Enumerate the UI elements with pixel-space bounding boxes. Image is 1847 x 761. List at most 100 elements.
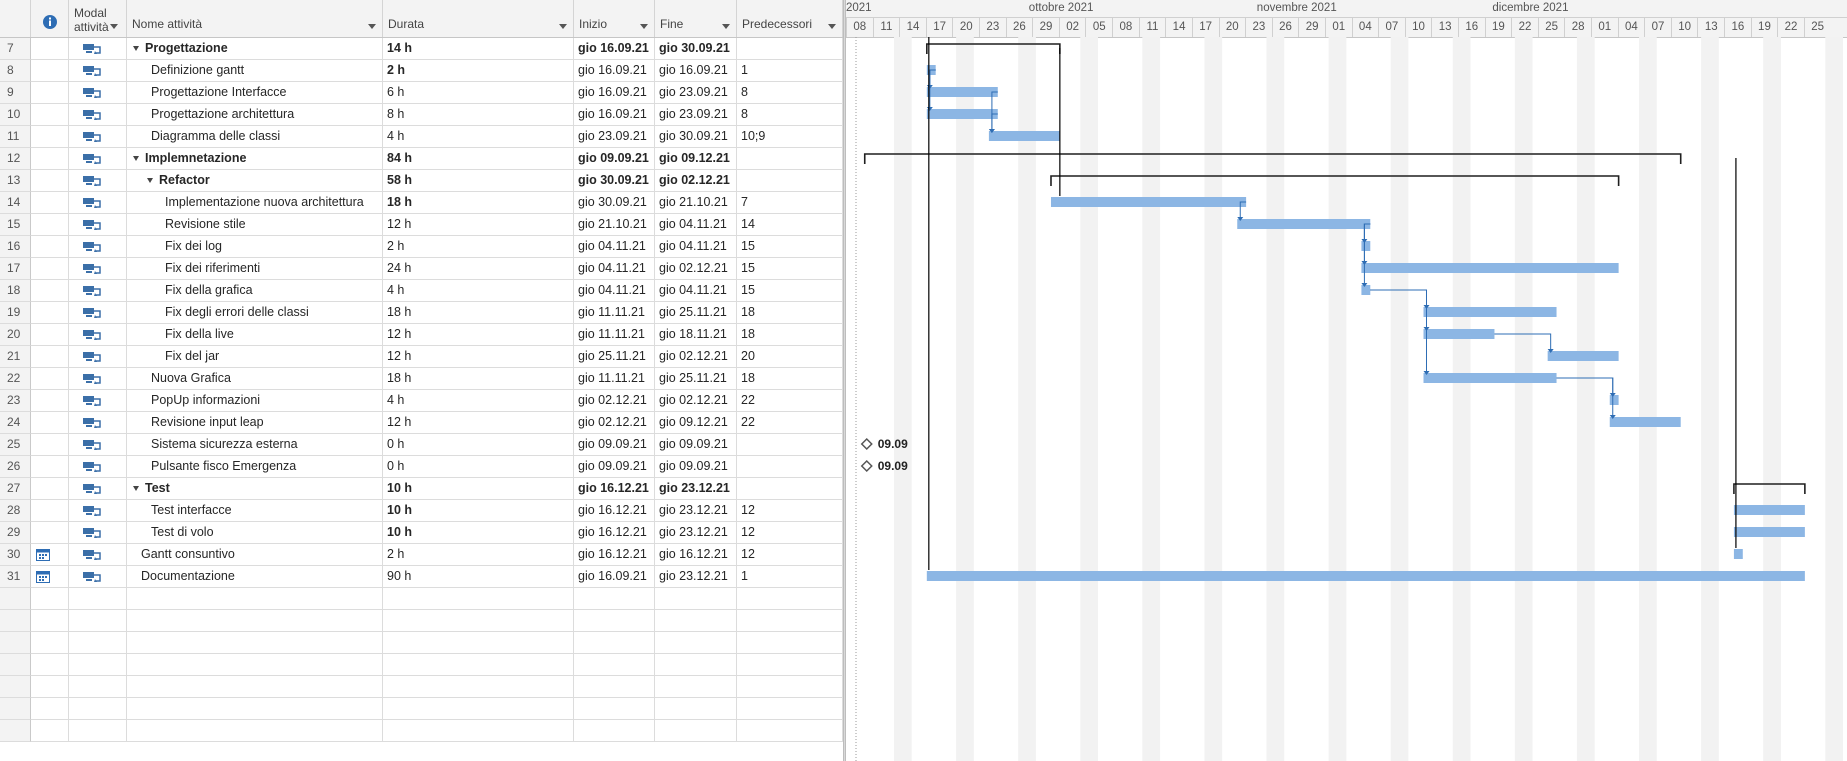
cell-finish[interactable]: gio 09.12.21 — [655, 412, 737, 434]
cell-info[interactable] — [31, 148, 69, 170]
cell-pred[interactable]: 22 — [737, 412, 843, 434]
chevron-down-icon[interactable] — [640, 24, 648, 29]
cell-start[interactable]: gio 23.09.21 — [574, 126, 655, 148]
row-number[interactable]: 15 — [0, 214, 31, 236]
cell-mode[interactable] — [69, 456, 127, 478]
cell-info[interactable] — [31, 302, 69, 324]
cell-info[interactable] — [31, 104, 69, 126]
row-number-header[interactable] — [0, 0, 31, 37]
cell-info[interactable] — [31, 500, 69, 522]
cell-name[interactable]: Gantt consuntivo — [127, 544, 383, 566]
cell-mode[interactable] — [69, 280, 127, 302]
cell-mode[interactable] — [69, 104, 127, 126]
cell-pred[interactable]: 18 — [737, 368, 843, 390]
column-header-start[interactable]: Inizio — [574, 0, 655, 37]
cell-mode[interactable] — [69, 676, 127, 698]
cell-start[interactable]: gio 16.09.21 — [574, 38, 655, 60]
collapse-triangle-icon[interactable] — [147, 178, 153, 183]
cell-mode[interactable] — [69, 412, 127, 434]
cell-start[interactable]: gio 04.11.21 — [574, 280, 655, 302]
cell-finish[interactable] — [655, 720, 737, 742]
table-row[interactable] — [0, 588, 843, 610]
cell-finish[interactable]: gio 23.09.21 — [655, 104, 737, 126]
cell-info[interactable] — [31, 456, 69, 478]
cell-duration[interactable]: 12 h — [383, 324, 574, 346]
cell-info[interactable] — [31, 698, 69, 720]
cell-mode[interactable] — [69, 698, 127, 720]
cell-start[interactable]: gio 09.09.21 — [574, 148, 655, 170]
row-number[interactable]: 23 — [0, 390, 31, 412]
cell-start[interactable]: gio 11.11.21 — [574, 368, 655, 390]
cell-mode[interactable] — [69, 566, 127, 588]
cell-name[interactable]: Documentazione — [127, 566, 383, 588]
cell-duration[interactable]: 18 h — [383, 368, 574, 390]
row-number[interactable] — [0, 720, 31, 742]
cell-pred[interactable] — [737, 676, 843, 698]
cell-info[interactable] — [31, 82, 69, 104]
cell-info[interactable] — [31, 170, 69, 192]
cell-info[interactable] — [31, 38, 69, 60]
cell-info[interactable] — [31, 390, 69, 412]
row-number[interactable]: 10 — [0, 104, 31, 126]
cell-mode[interactable] — [69, 500, 127, 522]
row-number[interactable]: 13 — [0, 170, 31, 192]
row-number[interactable]: 17 — [0, 258, 31, 280]
cell-pred[interactable]: 8 — [737, 82, 843, 104]
cell-duration[interactable]: 10 h — [383, 522, 574, 544]
cell-finish[interactable]: gio 02.12.21 — [655, 258, 737, 280]
cell-pred[interactable]: 15 — [737, 280, 843, 302]
cell-mode[interactable] — [69, 38, 127, 60]
cell-pred[interactable]: 20 — [737, 346, 843, 368]
cell-mode[interactable] — [69, 302, 127, 324]
cell-start[interactable]: gio 16.12.21 — [574, 522, 655, 544]
cell-duration[interactable]: 2 h — [383, 60, 574, 82]
row-number[interactable]: 26 — [0, 456, 31, 478]
row-number[interactable]: 22 — [0, 368, 31, 390]
cell-finish[interactable]: gio 30.09.21 — [655, 126, 737, 148]
cell-info[interactable] — [31, 324, 69, 346]
cell-mode[interactable] — [69, 236, 127, 258]
cell-pred[interactable]: 14 — [737, 214, 843, 236]
cell-pred[interactable] — [737, 720, 843, 742]
cell-mode[interactable] — [69, 346, 127, 368]
cell-finish[interactable]: gio 30.09.21 — [655, 38, 737, 60]
row-number[interactable] — [0, 632, 31, 654]
cell-mode[interactable] — [69, 522, 127, 544]
collapse-triangle-icon[interactable] — [133, 486, 139, 491]
chevron-down-icon[interactable] — [368, 24, 376, 29]
cell-info[interactable] — [31, 434, 69, 456]
cell-pred[interactable] — [737, 610, 843, 632]
cell-name[interactable]: Implemnetazione — [127, 148, 383, 170]
chevron-down-icon[interactable] — [722, 24, 730, 29]
cell-name[interactable] — [127, 720, 383, 742]
row-number[interactable] — [0, 698, 31, 720]
cell-finish[interactable] — [655, 632, 737, 654]
chevron-down-icon[interactable] — [559, 24, 567, 29]
cell-pred[interactable]: 12 — [737, 544, 843, 566]
cell-pred[interactable] — [737, 38, 843, 60]
cell-name[interactable]: Diagramma delle classi — [127, 126, 383, 148]
cell-start[interactable]: gio 11.11.21 — [574, 324, 655, 346]
row-number[interactable]: 25 — [0, 434, 31, 456]
cell-info[interactable] — [31, 126, 69, 148]
cell-finish[interactable]: gio 02.12.21 — [655, 390, 737, 412]
cell-finish[interactable]: gio 18.11.21 — [655, 324, 737, 346]
cell-finish[interactable]: gio 04.11.21 — [655, 236, 737, 258]
cell-mode[interactable] — [69, 324, 127, 346]
cell-pred[interactable] — [737, 698, 843, 720]
cell-duration[interactable] — [383, 720, 574, 742]
cell-mode[interactable] — [69, 148, 127, 170]
cell-finish[interactable]: gio 04.11.21 — [655, 280, 737, 302]
cell-name[interactable]: Fix degli errori delle classi — [127, 302, 383, 324]
cell-duration[interactable]: 58 h — [383, 170, 574, 192]
row-number[interactable] — [0, 654, 31, 676]
cell-start[interactable]: gio 25.11.21 — [574, 346, 655, 368]
row-number[interactable]: 19 — [0, 302, 31, 324]
